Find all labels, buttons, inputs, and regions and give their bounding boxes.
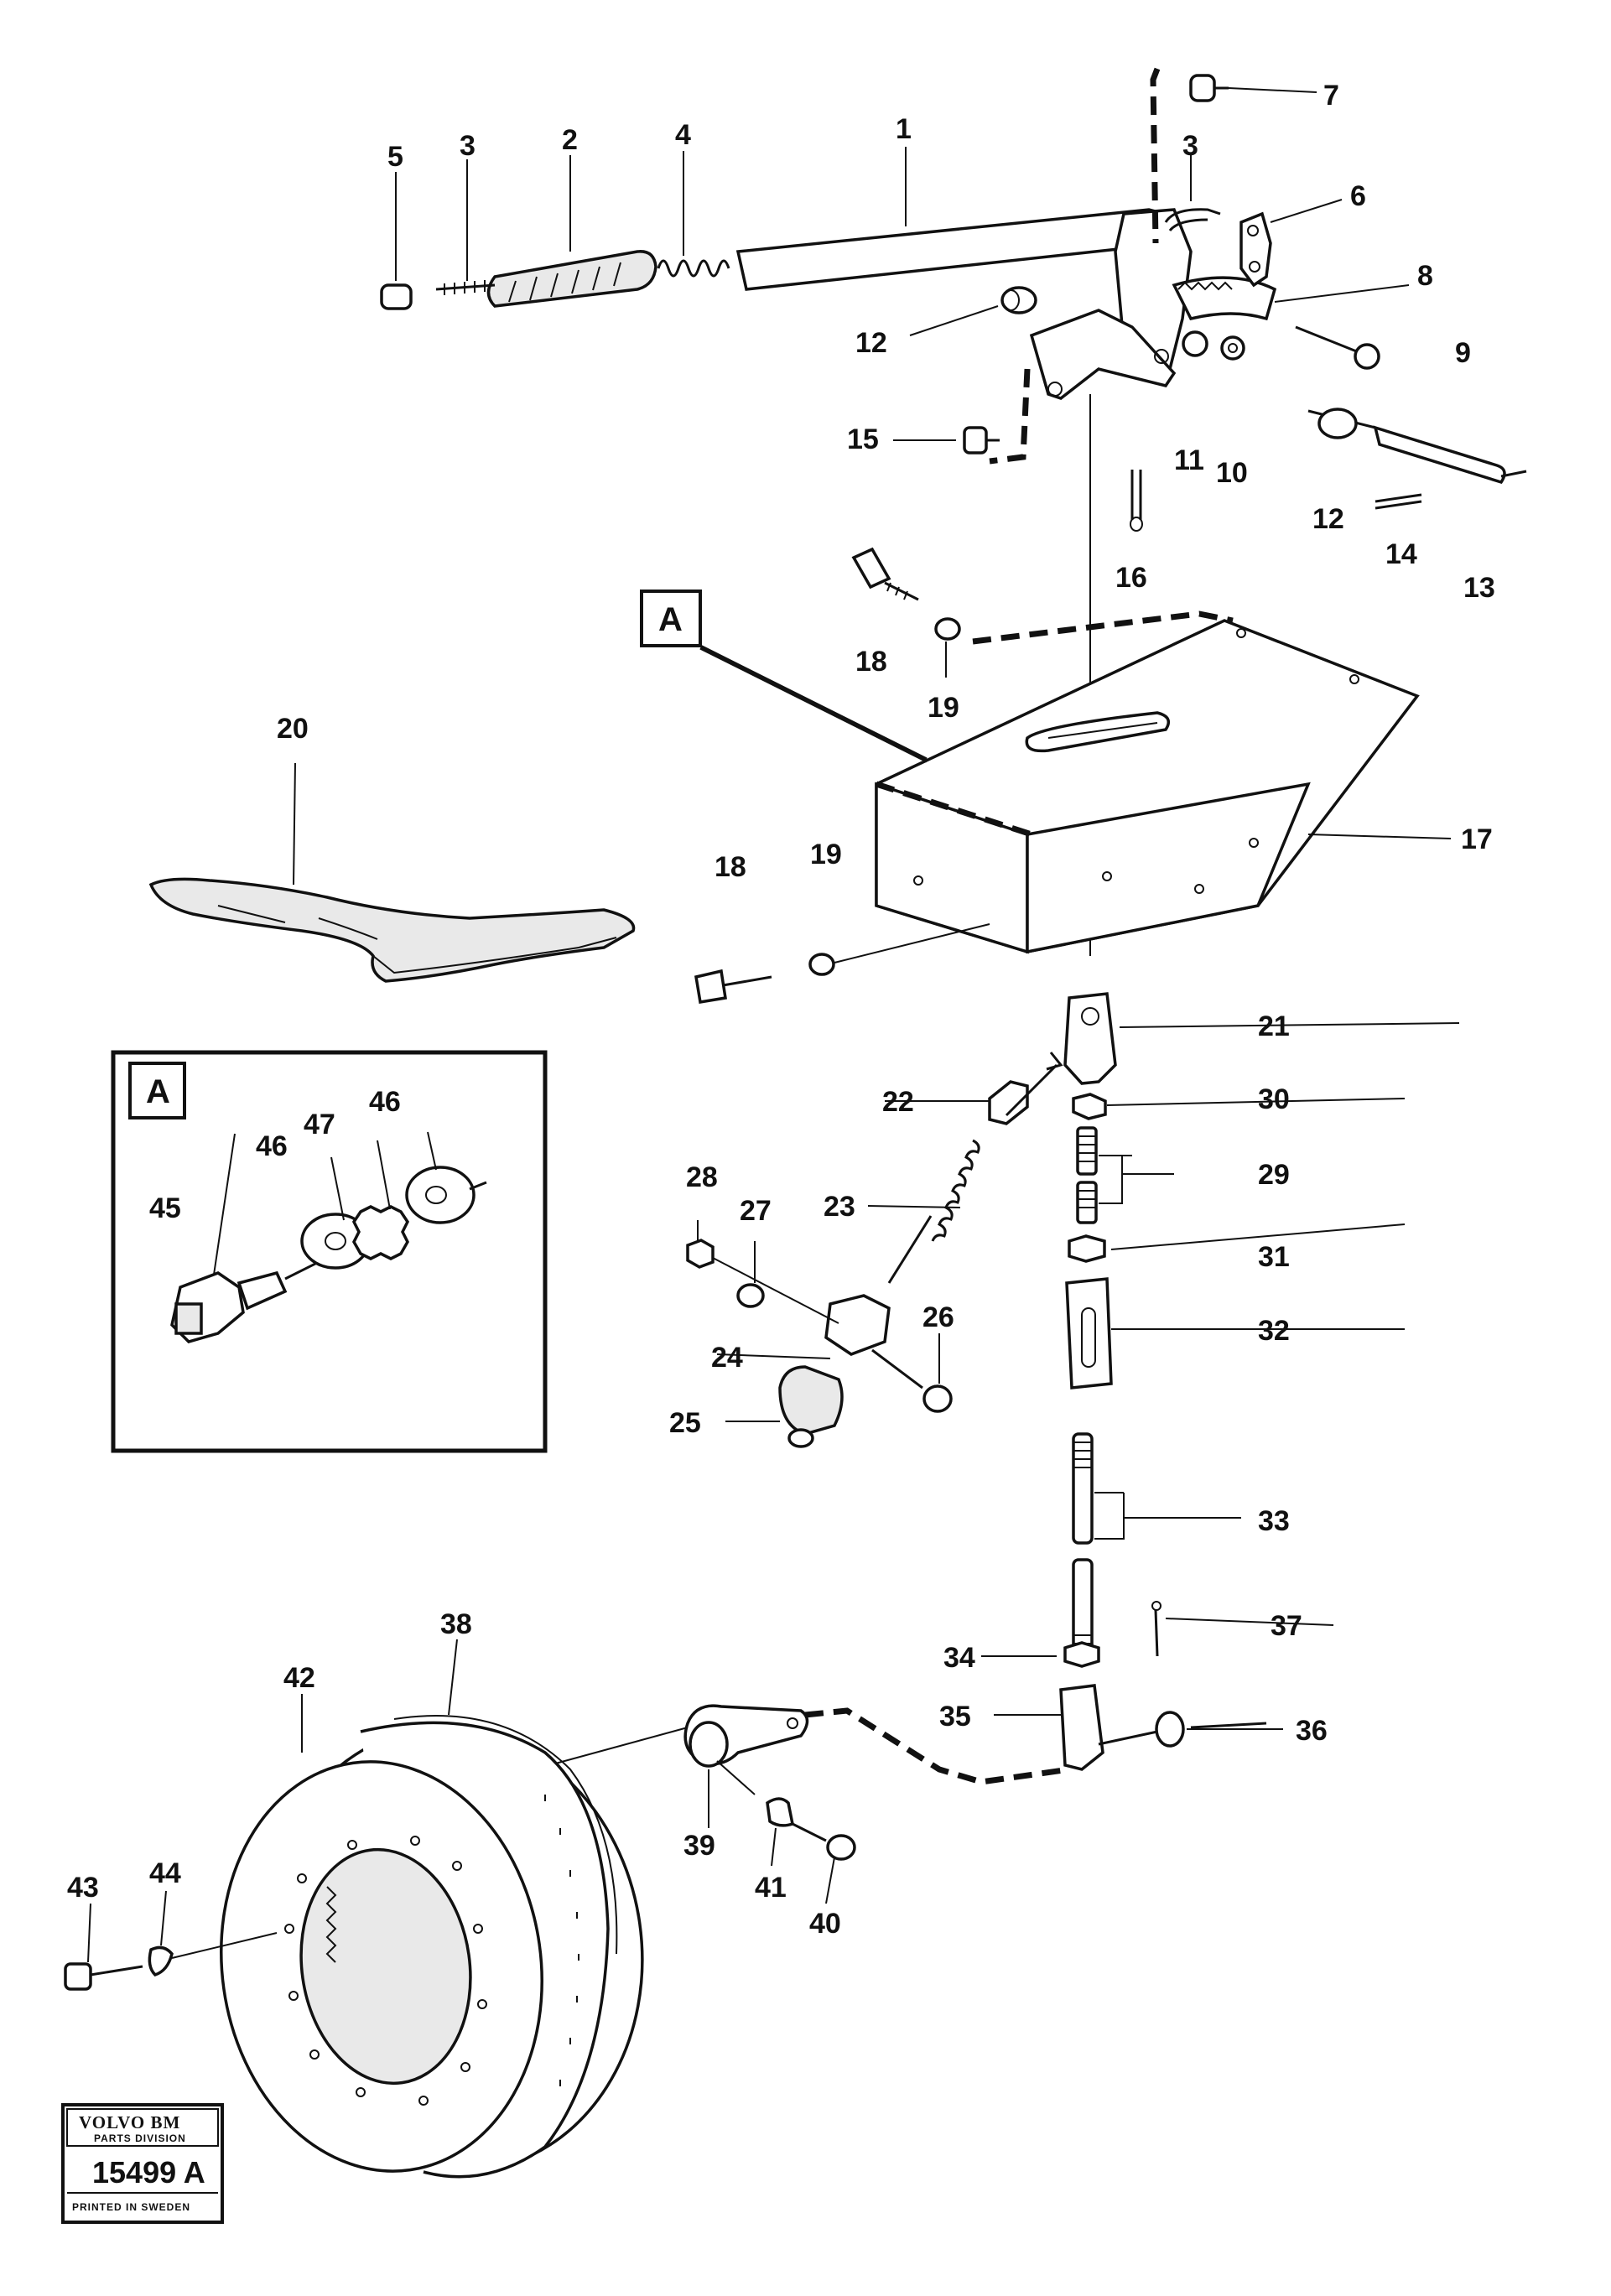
detail-a-letter: A [658,601,683,638]
callout-30: 30 [1258,1083,1290,1115]
callout-33: 33 [1258,1505,1290,1537]
callout-7: 7 [1323,80,1339,112]
callout-43: 43 [67,1872,99,1904]
detail-a-letter-inset: A [146,1073,170,1110]
volvo-bm-logo-block: VOLVO BM PARTS DIVISION 15499 A PRINTED … [61,2103,224,2224]
callout-29: 29 [1258,1159,1290,1191]
callout-19: 19 [928,692,959,724]
callout-25: 25 [669,1407,701,1439]
logo-division: PARTS DIVISION [94,2132,186,2144]
logo-printed: PRINTED IN SWEDEN [72,2201,190,2213]
callout-10: 10 [1216,457,1248,489]
callout-28: 28 [686,1161,718,1193]
callout-26: 26 [922,1301,954,1333]
linkage-rod-assembly [548,992,1267,1861]
detail-a-label-main: A [640,590,702,647]
rubber-boot [148,877,636,983]
logo-brand: VOLVO BM [79,2112,180,2132]
callout-23: 23 [824,1191,855,1223]
callout-27: 27 [740,1195,772,1227]
callout-45: 45 [149,1192,181,1224]
callout-37: 37 [1271,1610,1302,1642]
hand-lever-assembly [380,67,1527,956]
callout-3b: 3 [1182,130,1198,162]
callout-14: 14 [1385,538,1417,570]
callout-35: 35 [939,1701,971,1732]
callout-21: 21 [1258,1010,1290,1042]
callout-24: 24 [711,1342,743,1374]
callout-31: 31 [1258,1241,1290,1273]
callout-8: 8 [1417,260,1433,292]
callout-19b: 19 [810,839,842,870]
callout-1: 1 [896,113,912,145]
callout-46: 46 [256,1130,288,1162]
detail-box-a [111,1050,548,1453]
brake-console-cover [694,619,1420,1005]
callout-41: 41 [755,1872,787,1904]
callout-18: 18 [855,646,887,678]
callout-32: 32 [1258,1315,1290,1347]
callout-17: 17 [1461,823,1493,855]
callout-34: 34 [943,1642,975,1674]
drum-fasteners [64,1932,278,1991]
callout-13: 13 [1463,572,1495,604]
callout-40: 40 [809,1908,841,1940]
callout-42: 42 [283,1662,315,1694]
callout-11: 11 [1174,444,1204,476]
switch-assembly [686,1052,1063,1448]
callout-9: 9 [1455,337,1471,369]
callout-36: 36 [1296,1715,1328,1747]
callout-6: 6 [1350,180,1366,212]
drawing-number: 15499 A [92,2155,205,2190]
callout-39: 39 [683,1830,715,1862]
callout-16: 16 [1115,562,1147,594]
callout-44: 44 [149,1857,181,1889]
callout-12: 12 [855,327,887,359]
callout-20: 20 [277,713,309,745]
callout-3: 3 [460,130,476,162]
callout-47: 47 [304,1109,335,1140]
callout-46b: 46 [369,1086,401,1118]
callout-2: 2 [562,124,578,156]
callout-38: 38 [440,1608,472,1640]
callout-12b: 12 [1312,503,1344,535]
callout-18b: 18 [715,851,746,883]
callout-leader-lines [87,147,1460,1963]
callout-numbers: 1 2 3 4 5 3 6 7 8 9 10 11 12 12 13 14 15… [67,80,1495,1940]
callout-22: 22 [882,1086,914,1118]
callout-4: 4 [675,119,691,151]
callout-5: 5 [387,141,403,173]
callout-15: 15 [847,423,879,455]
brake-drum [220,1715,644,2179]
